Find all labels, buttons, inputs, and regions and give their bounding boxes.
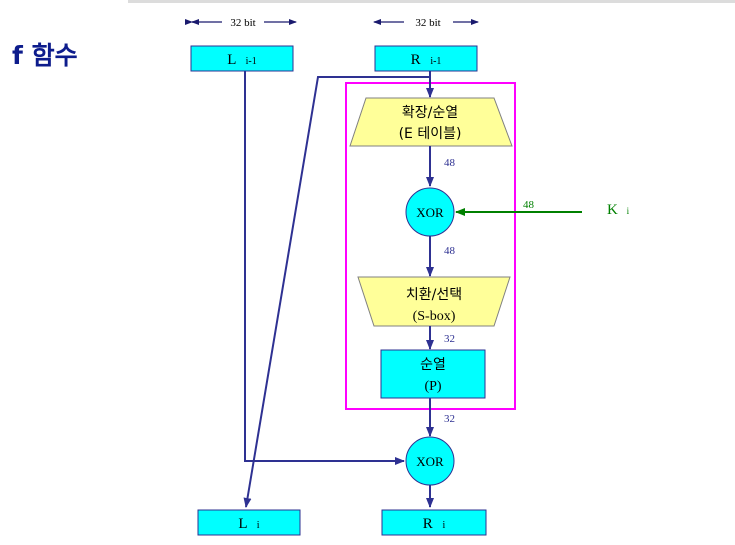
l-input-box: L i-1 [190,45,294,72]
expansion-block: 확장/순열 (E 테이블) [349,97,513,147]
left-width-label: 32 bit [230,17,255,29]
r-input-box: R i-1 [374,45,478,72]
right-width-indicator: 32 bit [373,17,479,29]
bits-after-perm: 32 [444,413,455,425]
expansion-line1: 확장/순열 [402,105,458,121]
bits-after-sbox: 32 [444,333,455,345]
bits-after-expansion: 48 [444,157,456,169]
perm-block: 순열 (P) [380,349,486,399]
l-to-xor-line [244,71,405,465]
key-sub: i [627,206,630,216]
svg-text:L i-1: L i-1 [227,52,256,68]
sbox-line2: (S-box) [413,309,456,324]
r-output-sub: i [442,520,445,531]
r-to-l-output-line [243,76,430,508]
l-output-box: L i [197,509,301,536]
key-main: K [607,202,618,218]
right-width-label: 32 bit [415,17,440,29]
sbox-line1: 치환/선택 [406,287,462,303]
svg-text:R i-1: R i-1 [411,52,442,68]
expansion-line2: (E 테이블) [399,126,462,142]
top-rule [128,0,735,3]
key-width-label: 48 [523,199,535,211]
l-input-sub: i-1 [246,56,257,67]
l-input-main: L [227,52,236,68]
outer-xor-label: XOR [416,454,444,469]
outer-xor-node: XOR [405,436,455,486]
r-output-main: R [423,516,433,532]
bits-after-xor: 48 [444,245,456,257]
l-output-sub: i [257,520,260,531]
inner-xor-label: XOR [416,205,444,220]
r-input-main: R [411,52,421,68]
svg-text:R i: R i [423,516,446,532]
svg-text:L i: L i [238,516,259,532]
perm-line1: 순열 [420,357,446,373]
r-output-box: R i [381,509,487,536]
sbox-block: 치환/선택 (S-box) [357,276,511,327]
left-width-indicator: 32 bit [185,17,297,29]
r-input-sub: i-1 [430,56,441,67]
page-title: f 함수 [12,41,78,70]
inner-xor-node: XOR [405,187,455,237]
l-output-main: L [238,516,247,532]
perm-line2: (P) [424,379,441,394]
svg-text:K i: K i [607,202,630,218]
